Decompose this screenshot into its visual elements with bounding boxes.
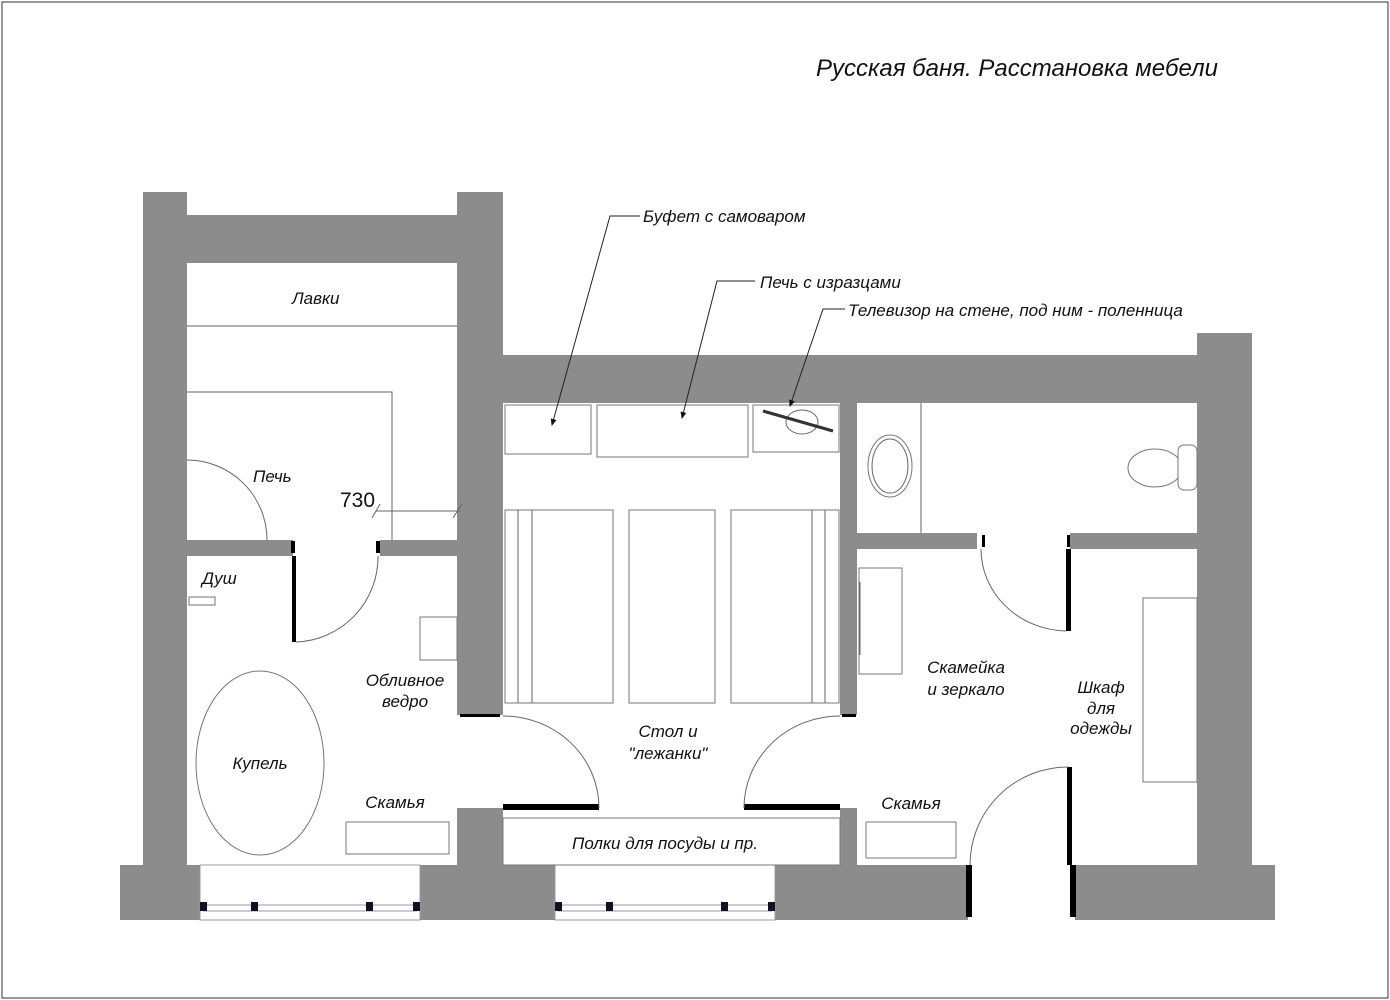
lounger-right (730, 509, 840, 704)
leader-tv (789, 308, 845, 407)
label-stove: Печь (253, 467, 292, 486)
dish-shelves (502, 817, 841, 866)
plan-title: Русская баня. Расстановка мебели (816, 55, 1218, 82)
door-arc (502, 715, 600, 809)
label-wardrobe-3: одежды (1070, 719, 1132, 738)
stove-outline (187, 391, 393, 540)
entry-door-leaf (966, 865, 972, 917)
door-leaf-middle-right (744, 804, 840, 810)
wc-door-arc (980, 548, 1067, 632)
label-bench-mirror-2: и зеркало (927, 680, 1004, 699)
callout-buffet: Буфет с самоваром (643, 207, 806, 226)
label-bucket-2: ведро (382, 692, 428, 711)
wardrobe (1142, 597, 1198, 783)
entry-door-arc (969, 766, 1069, 866)
stove-door-arc (186, 459, 268, 541)
label-bucket-1: Обливное (366, 671, 445, 690)
shower-head (188, 596, 216, 606)
label-table-2: "лежанки" (629, 744, 709, 763)
bench-left (345, 821, 450, 855)
leader-stove (680, 280, 755, 419)
walls (120, 192, 1275, 920)
tv-icon (785, 409, 819, 435)
font-tub (195, 670, 325, 856)
door-leaf-left-middle (503, 804, 599, 810)
bench-mirror (858, 567, 903, 675)
window-middle (554, 864, 776, 921)
door-arc (743, 715, 841, 809)
steam-door-leaf (292, 556, 296, 642)
bucket-outline (419, 616, 458, 661)
label-benches: Лавки (291, 289, 340, 308)
label-wardrobe-2: для (1087, 699, 1115, 718)
label-bench-right: Скамья (881, 794, 940, 813)
label-bench-left: Скамья (365, 793, 424, 812)
label-table-1: Стол и (638, 722, 698, 741)
callout-tv: Телевизор на стене, под ним - поленница (848, 301, 1183, 320)
label-shelves: Полки для посуды и пр. (572, 834, 758, 853)
dimension-value: 730 (340, 489, 375, 512)
label-font: Купель (232, 754, 287, 773)
buffet (504, 404, 592, 455)
label-shower: Душ (200, 569, 237, 588)
window-left (199, 864, 421, 921)
dimension-730 (371, 503, 463, 519)
lounger-left (504, 509, 614, 704)
sink-icon (867, 434, 913, 498)
tiled-stove (596, 404, 749, 458)
toilet-icon (1127, 444, 1198, 491)
callout-tiled-stove: Печь с изразцами (760, 273, 901, 292)
steam-door-arc (295, 555, 379, 643)
table (628, 509, 716, 704)
label-bench-mirror-1: Скамейка (927, 658, 1005, 677)
bench-right (865, 821, 957, 859)
tv-screen (762, 409, 834, 433)
label-wardrobe-1: Шкаф (1077, 678, 1124, 697)
leader-buffet (550, 215, 640, 426)
